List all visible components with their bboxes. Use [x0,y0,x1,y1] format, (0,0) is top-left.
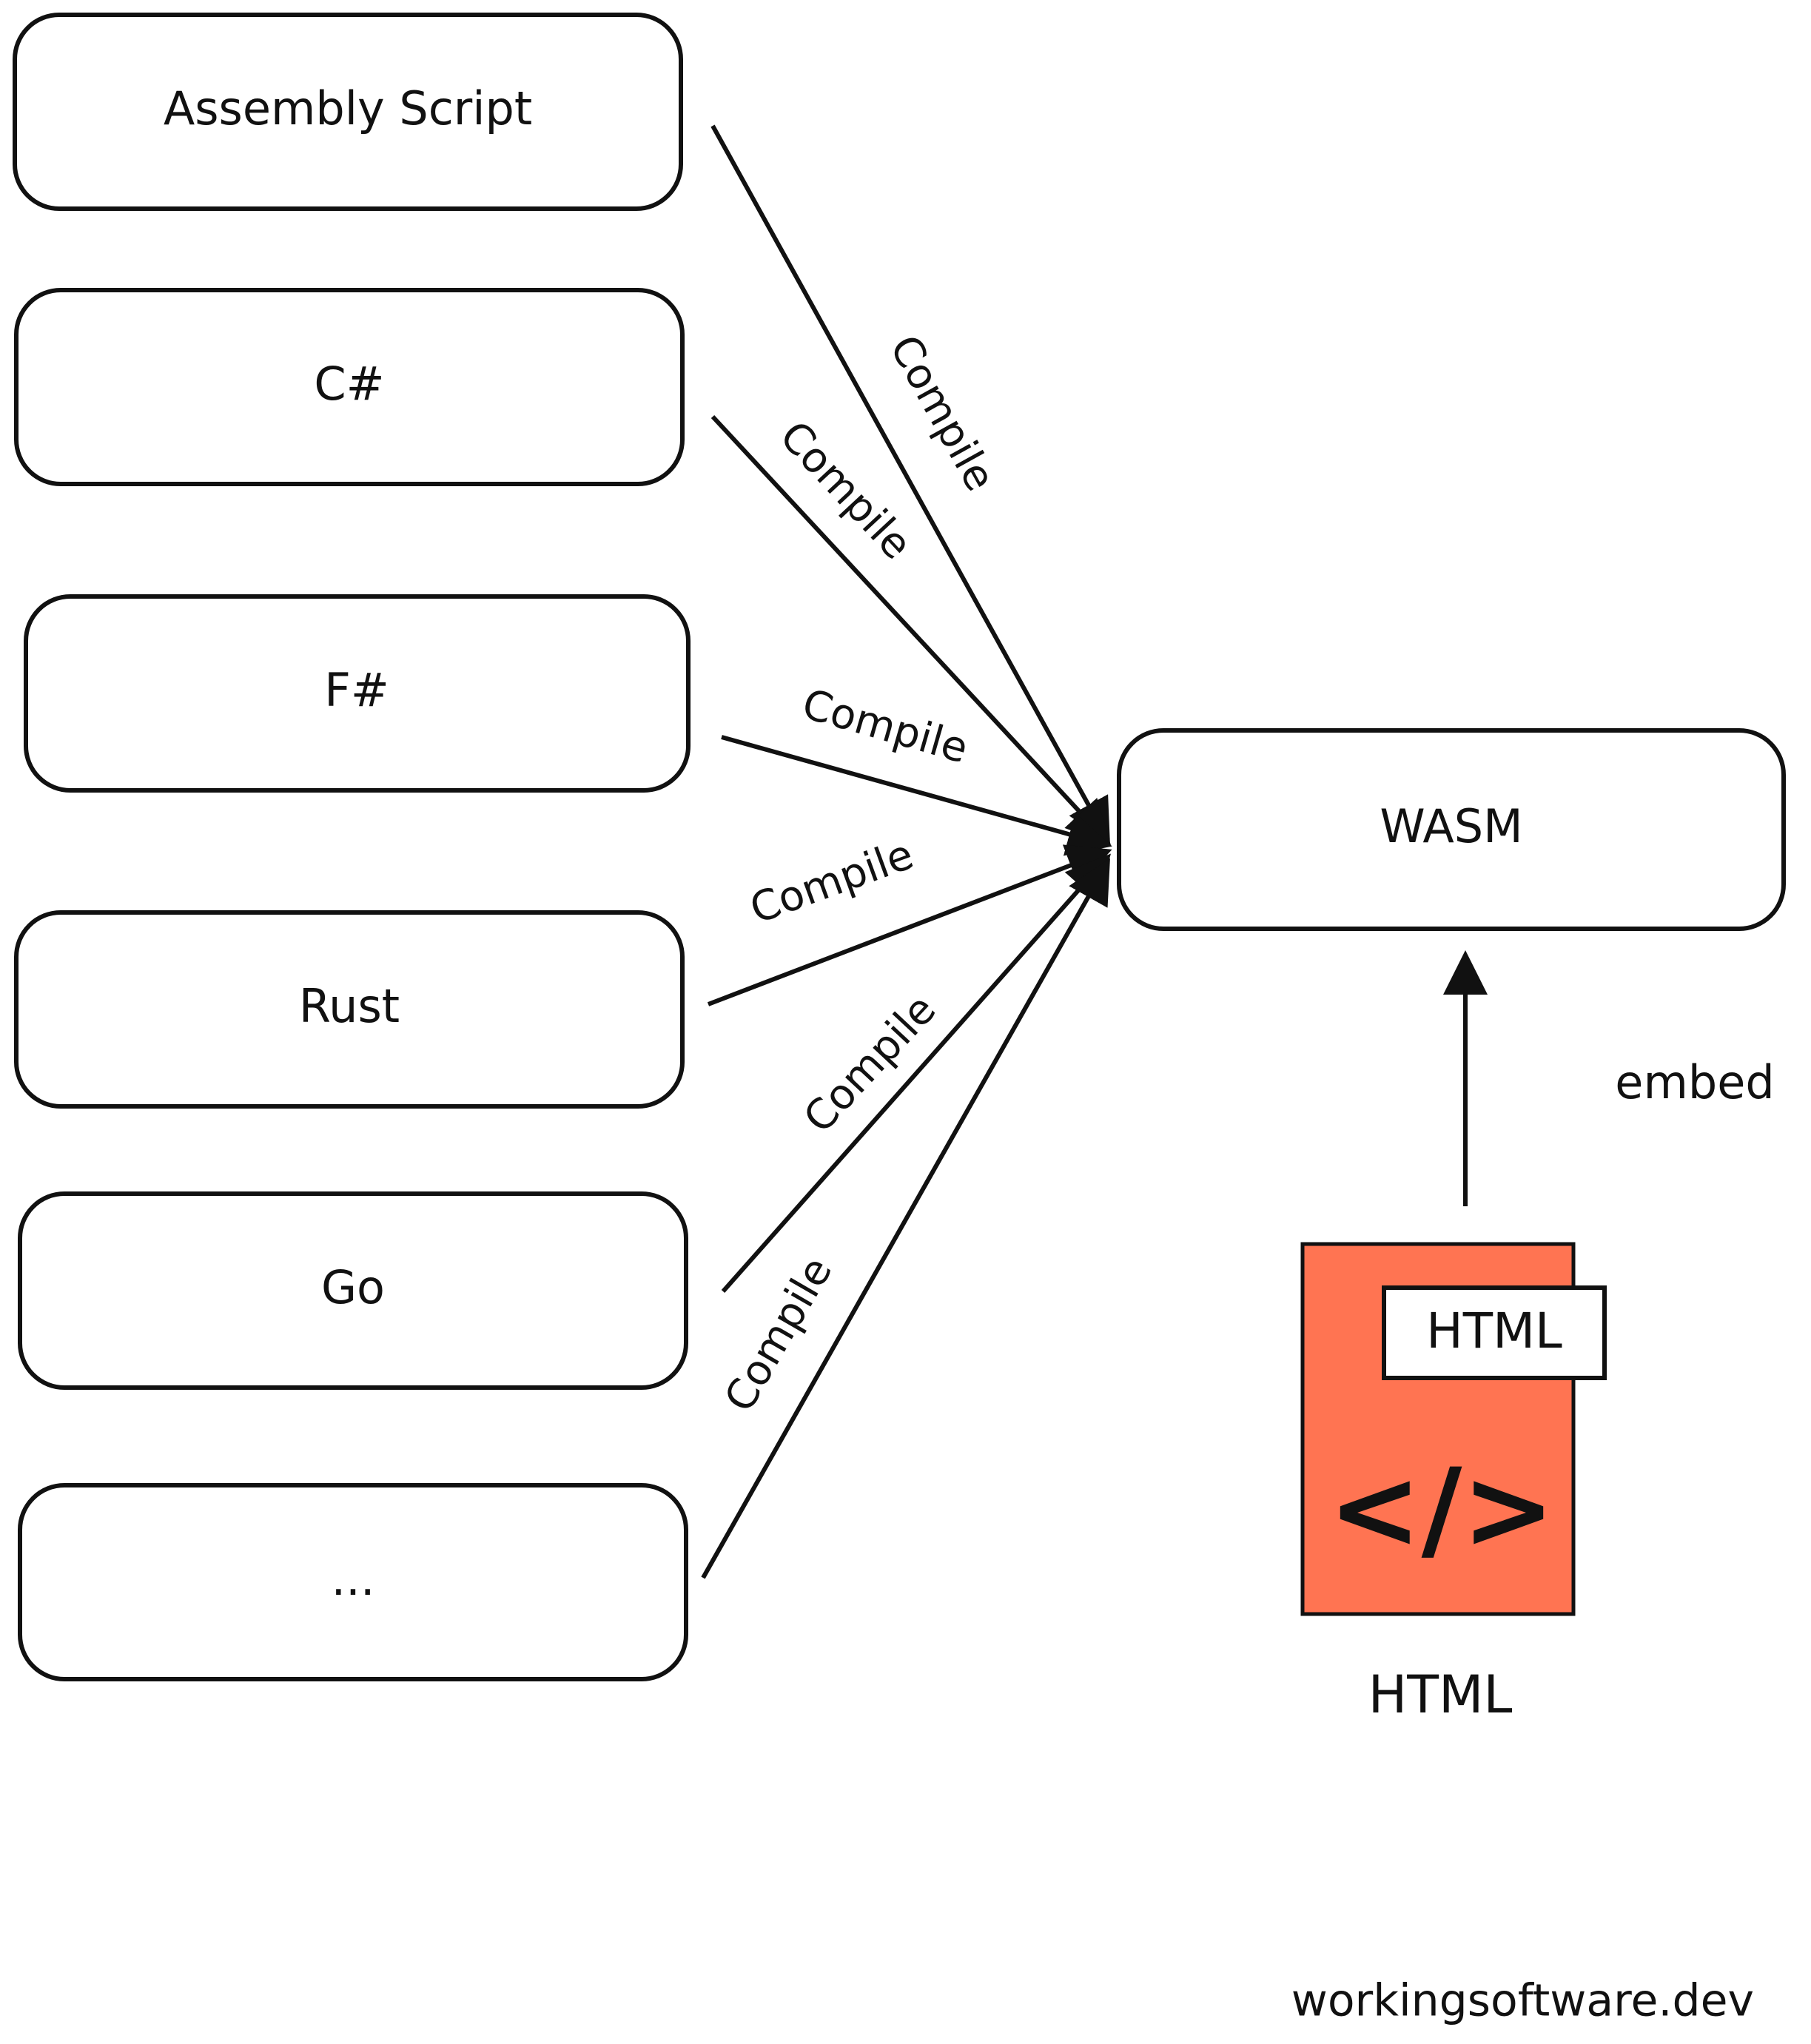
html-caption: HTML [1368,1664,1513,1725]
source-label: C# [314,357,384,411]
compile-arrow [710,414,1112,846]
code-icon: </> [1328,1445,1555,1574]
source-box-go: Go [18,1191,688,1390]
source-label: Rust [299,979,400,1033]
wasm-box-frame [1117,728,1786,931]
source-box-frame [24,594,691,793]
source-box-frame [14,288,685,486]
compile-edge-fsharp: Compile [721,680,1112,856]
compile-label: Compile [880,327,1004,499]
wasm-box: WASM [1117,728,1786,931]
source-box-fsharp: F# [24,594,691,793]
compile-arrow [707,844,1112,1006]
compile-arrow [701,858,1110,1579]
compile-label: Compile [716,1249,842,1420]
source-box-frame [13,13,683,211]
compile-arrow [721,735,1112,856]
source-label: ... [331,1552,374,1606]
source-box-assembly-script: Assembly Script [13,13,683,211]
source-box-frame [14,910,685,1109]
html-tab-label: HTML [1426,1302,1562,1359]
compile-edge-csharp: Compile [710,412,1112,846]
compile-arrow [721,853,1111,1293]
compile-arrow [710,124,1110,844]
source-box-frame [18,1191,688,1390]
compile-label: Compile [744,830,919,933]
source-box-more: ... [18,1483,688,1681]
source-box-csharp: C# [14,288,685,486]
source-label: Go [321,1260,385,1314]
source-box-frame [18,1483,688,1681]
compile-edge-more: Compile [701,858,1110,1579]
wasm-label: WASM [1380,799,1522,853]
html-tab [1382,1285,1607,1380]
embed-label: embed [1615,1055,1774,1109]
compile-label: Compile [770,412,921,569]
compile-edge-rust: Compile [707,830,1112,1006]
html-file-icon: HTML </> HTML [1300,1242,1607,1725]
source-label: F# [324,663,389,717]
embed-edge: embed [1443,950,1775,1206]
compile-label: Compile [797,680,973,773]
footer-credit: workingsoftware.dev [1291,1975,1754,2027]
source-box-rust: Rust [14,910,685,1109]
source-label: Assembly Script [164,81,532,135]
